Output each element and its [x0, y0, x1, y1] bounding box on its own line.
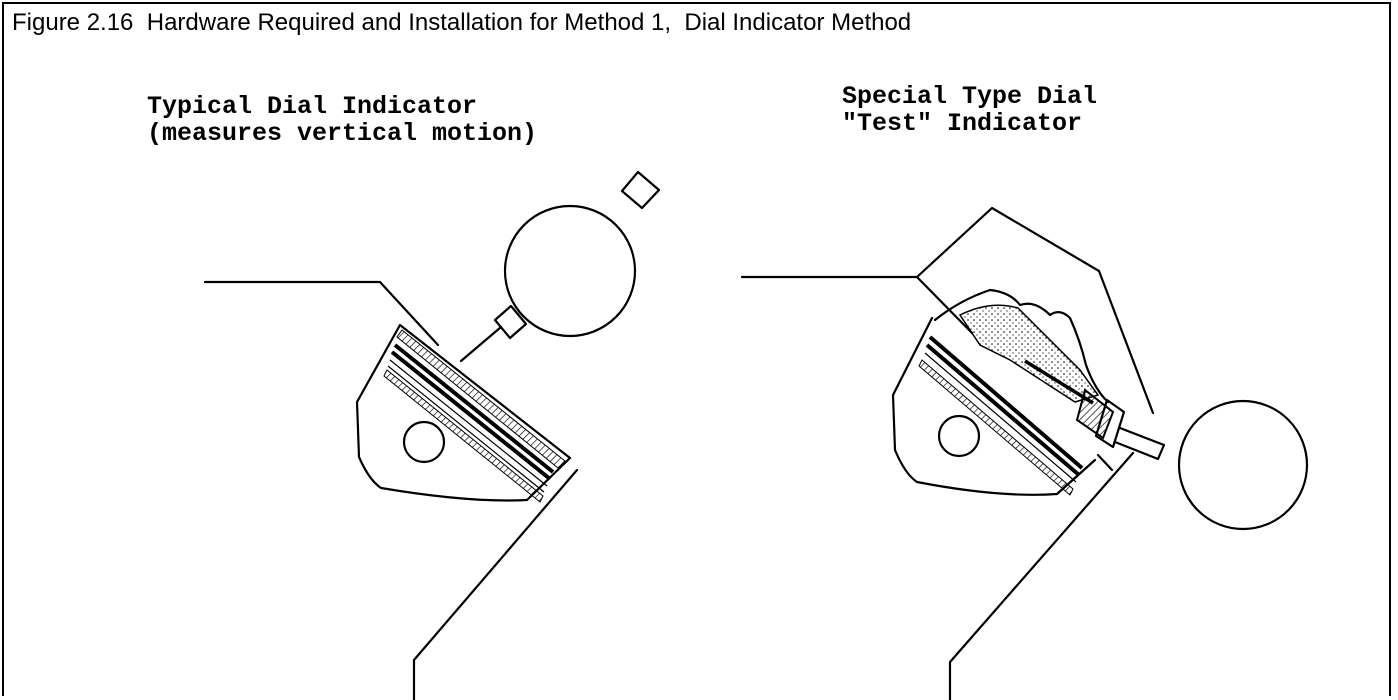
- right-head-outline: [740, 206, 1155, 415]
- right-indicator-collar: [1094, 398, 1126, 449]
- left-cylinder-wall: [412, 468, 579, 700]
- right-indicator-probe: [1024, 359, 1094, 405]
- left-illustration: [203, 170, 661, 700]
- right-cylinder-wall: [948, 451, 1135, 700]
- left-piston-body: [355, 323, 572, 502]
- left-ring-1: [393, 343, 555, 474]
- right-wall-edge: [1096, 453, 1114, 472]
- right-cutaway-edge: [933, 288, 1110, 404]
- right-ring-2: [925, 343, 1081, 477]
- left-head-outline: [203, 280, 440, 347]
- left-ring-groove: [383, 369, 544, 503]
- right-panel-label-line-2: "Test" Indicator: [842, 109, 1083, 138]
- right-dial-face: [1177, 399, 1309, 531]
- left-panel-label-line-1: Typical Dial Indicator: [147, 92, 478, 121]
- right-piston-body: [891, 316, 1097, 496]
- right-ring-1: [928, 335, 1084, 470]
- figure-title: Figure 2.16 Hardware Required and Instal…: [12, 9, 912, 36]
- right-chamber-shading: [958, 304, 1100, 403]
- left-piston-crown: [398, 323, 572, 460]
- right-illustration: [740, 206, 1309, 700]
- left-indicator-plunger: [459, 325, 503, 363]
- right-indicator-body: [1075, 388, 1115, 440]
- right-indicator-shaft: [1113, 426, 1166, 461]
- left-dial-button: [620, 170, 661, 210]
- left-indicator-stem: [493, 304, 528, 340]
- right-panel-label-line-1: Special Type Dial: [842, 82, 1098, 111]
- left-ring-2: [390, 350, 552, 481]
- left-ring-land: [396, 329, 566, 469]
- left-ring-3: [389, 359, 548, 487]
- right-ring-3: [924, 352, 1077, 483]
- left-ring-4: [387, 365, 545, 493]
- left-panel-label-line-2: (measures vertical motion): [147, 119, 538, 148]
- right-ring-groove: [918, 359, 1074, 496]
- left-dial-face: [503, 204, 637, 338]
- left-wrist-pin: [402, 420, 446, 464]
- right-wrist-pin: [937, 414, 981, 458]
- right-head-chamber: [915, 275, 974, 335]
